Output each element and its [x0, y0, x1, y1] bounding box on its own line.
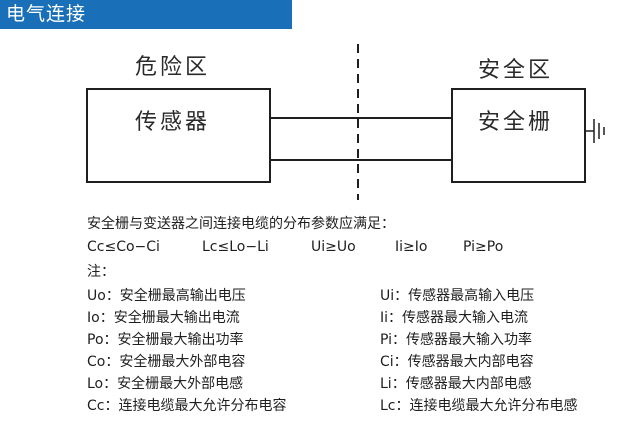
formula-lc: Lc≤Lo−Li: [202, 239, 269, 255]
note-right-item: Ii：传感器最大输入电流: [380, 310, 529, 326]
note-right-item: Ui：传感器最高输入电压: [380, 288, 535, 304]
barrier-label: 安全栅: [478, 110, 554, 135]
note-right-item: Lc：连接电缆最大允许分布电感: [380, 398, 578, 414]
notes-title: 注：: [87, 264, 115, 280]
safe-zone-label: 安全区: [478, 58, 554, 83]
note-left-item: Po：安全栅最大输出功率: [87, 332, 244, 348]
section-header-bar: [0, 0, 292, 29]
note-right-item: Pi：传感器最大输入功率: [380, 332, 533, 348]
formula-ui: Ui≥Uo: [311, 239, 356, 255]
note-left-item: Cc：连接电缆最大允许分布电容: [87, 398, 287, 414]
note-right-item: Ci：传感器最大内部电容: [380, 354, 534, 370]
formula-pi: Pi≥Po: [463, 239, 504, 255]
note-left-item: Lo：安全栅最大外部电感: [87, 376, 244, 392]
ground-icon: [585, 119, 605, 143]
barrier-box: [451, 88, 586, 183]
sensor-label: 传感器: [135, 110, 211, 135]
section-title: 电气连接: [6, 3, 87, 25]
formula-ii: Ii≥Io: [395, 239, 428, 255]
formula-cc: Cc≤Co−Ci: [87, 239, 160, 255]
note-left-item: Io：安全栅最大输出电流: [87, 310, 240, 326]
note-left-item: Uo：安全栅最高输出电压: [87, 288, 246, 304]
sensor-box: [86, 88, 271, 183]
hazard-zone-label: 危险区: [135, 55, 211, 80]
note-right-item: Li：传感器最大内部电感: [380, 376, 532, 392]
condition-intro: 安全栅与变送器之间连接电缆的分布参数应满足：: [87, 216, 395, 232]
note-left-item: Co：安全栅最大外部电容: [87, 354, 246, 370]
connection-diagram: [86, 44, 605, 200]
